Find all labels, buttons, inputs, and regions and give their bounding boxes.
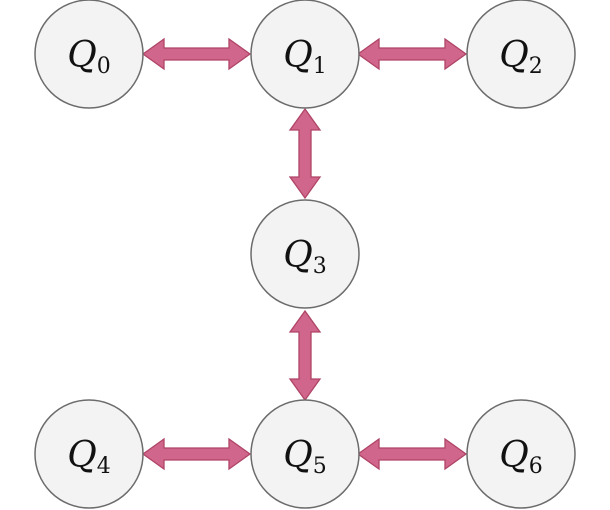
node-q0-label: Q0 [67, 35, 111, 79]
edge-q3-q5-arrow [288, 309, 322, 402]
node-q6-label: Q6 [499, 435, 543, 479]
edge-q1-q2-arrow [356, 37, 468, 71]
node-q2-label: Q2 [499, 35, 543, 79]
edge-q1-q3-arrow [288, 107, 322, 200]
node-q1-label: Q1 [283, 35, 327, 79]
node-q3: Q3 [250, 199, 360, 309]
node-q1-circle [250, 0, 360, 109]
node-q3-circle [250, 199, 360, 309]
edge-q4-q5-arrow [141, 437, 252, 471]
node-q6: Q6 [466, 399, 576, 509]
node-q0: Q0 [34, 0, 144, 109]
node-q2-circle [466, 0, 576, 109]
node-q5: Q5 [250, 399, 360, 509]
edge-q5-q6-arrow [356, 437, 468, 471]
node-q3-label: Q3 [283, 235, 327, 279]
node-q5-circle [250, 399, 360, 509]
edges [141, 37, 468, 471]
node-q4: Q4 [34, 399, 144, 509]
node-q4-label: Q4 [67, 435, 111, 479]
edge-q0-q1-arrow [141, 37, 252, 71]
node-q5-label: Q5 [283, 435, 327, 479]
node-q0-circle [34, 0, 144, 109]
node-q2: Q2 [466, 0, 576, 109]
node-q6-circle [466, 399, 576, 509]
node-q1: Q1 [250, 0, 360, 109]
node-q4-circle [34, 399, 144, 509]
